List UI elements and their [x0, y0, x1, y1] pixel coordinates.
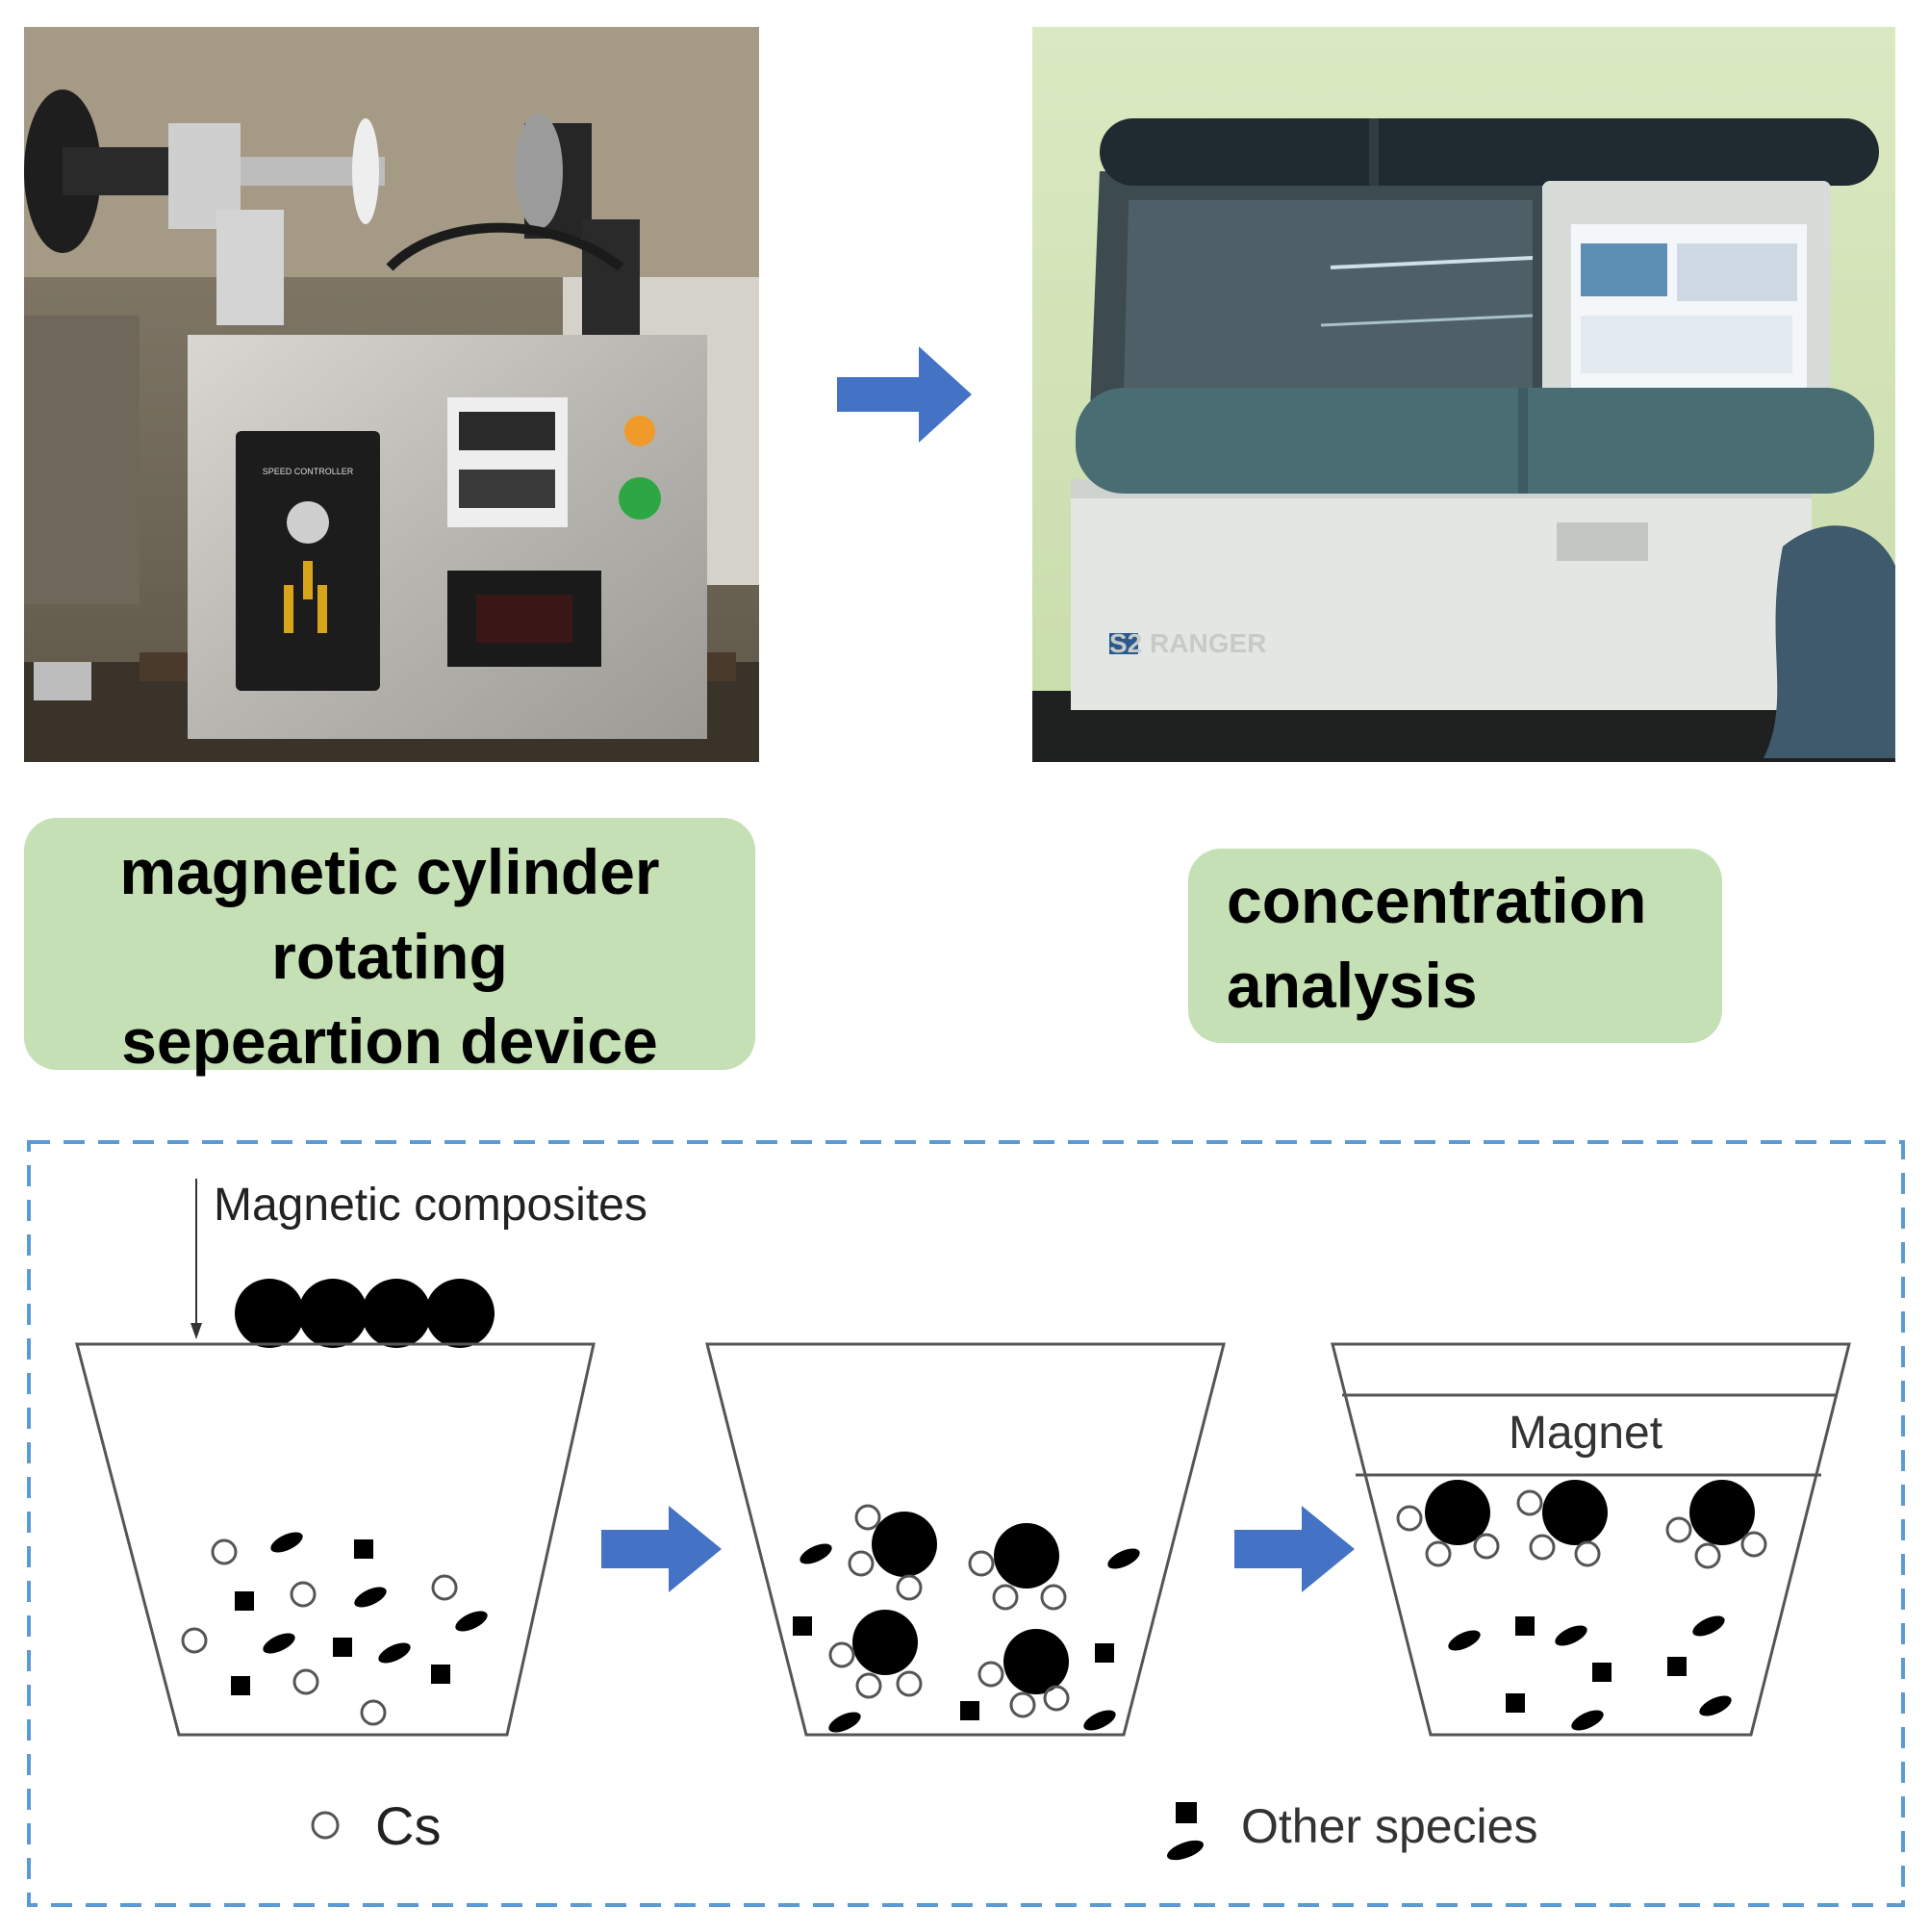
diagram-arrow-1	[601, 1506, 722, 1592]
separation-label-line-3: sepeartion device	[121, 1005, 658, 1077]
legend-other-square-icon	[1176, 1802, 1197, 1823]
beaker-separated-particles	[1396, 1480, 1767, 1731]
beaker-mixed	[705, 1342, 1226, 1737]
beaker-mixed-particles	[793, 1504, 1140, 1733]
analyzer-photo: S2 RANGER	[1032, 27, 1895, 762]
beaker-initial-particles	[181, 1532, 488, 1726]
beaker-separated	[1331, 1342, 1851, 1737]
separation-label-line-2: rotating	[271, 921, 508, 992]
composites-pointer-head	[190, 1323, 202, 1339]
diagram-arrow-2	[1234, 1506, 1355, 1592]
magnetic-composites-label: Magnetic composites	[214, 1180, 647, 1231]
legend-other-label: Other species	[1241, 1799, 1537, 1853]
analysis-label-line-2: analysis	[1227, 950, 1478, 1021]
concentration-analysis-label: concentration analysis	[1188, 849, 1722, 1043]
separation-label-line-1: magnetic cylinder	[119, 836, 660, 907]
diagram-dashed-border	[27, 1140, 1905, 1907]
legend-other-ellipse-icon	[1167, 1840, 1204, 1861]
legend-cs-icon	[311, 1811, 340, 1840]
analysis-label-line-1: concentration	[1227, 865, 1647, 936]
beaker-initial	[75, 1342, 596, 1737]
controller-label: SPEED CONTROLLER	[263, 467, 354, 476]
analyzer-brand-text: S2 RANGER	[1109, 628, 1266, 658]
legend-cs-label: Cs	[375, 1795, 441, 1856]
magnet-label: Magnet	[1509, 1408, 1662, 1459]
magnetic-composites-spheres	[235, 1279, 495, 1348]
separation-device-label: magnetic cylinder rotating sepeartion de…	[24, 818, 755, 1077]
separation-device-photo: SPEED CONTROLLER	[24, 27, 759, 762]
top-flow-arrow	[837, 346, 972, 443]
